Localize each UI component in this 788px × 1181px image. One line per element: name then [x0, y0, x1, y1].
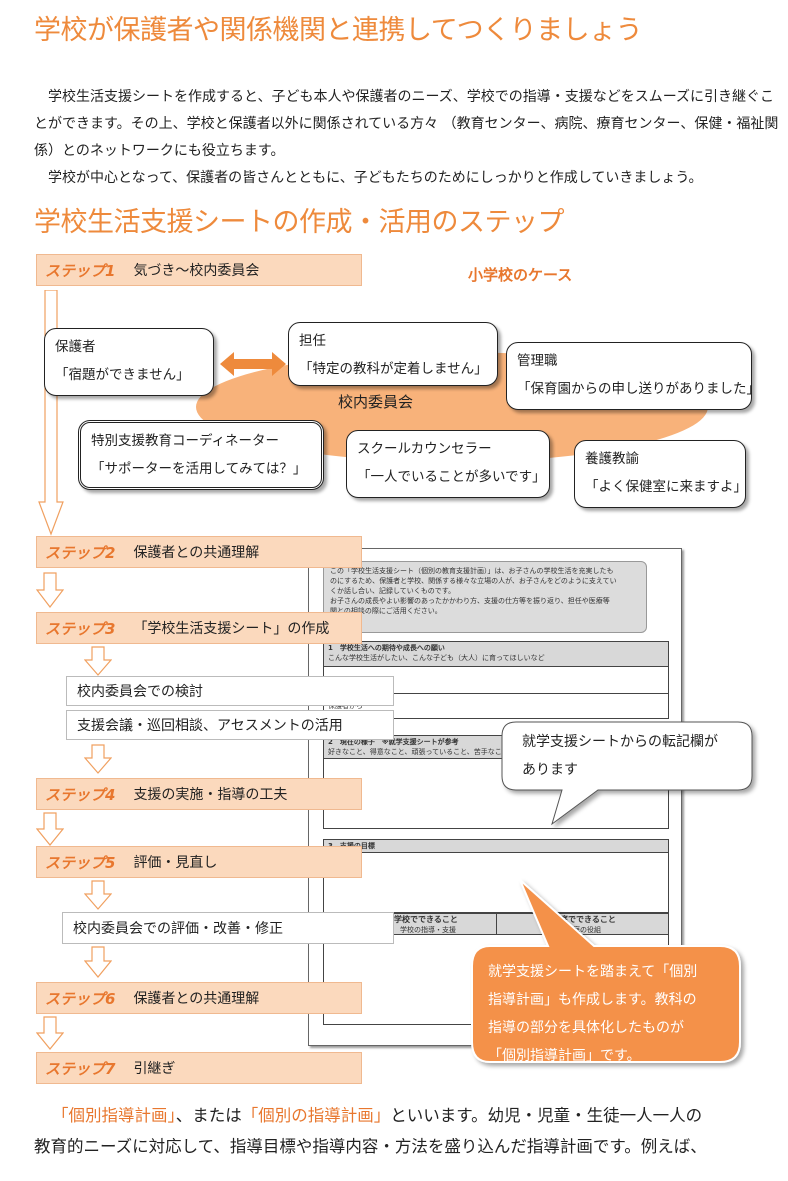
- teacher-bubble: 担任 「特定の教科が定着しません」: [288, 322, 498, 386]
- doc-intro-line-3: くか話し合い、記録していくものです。: [330, 587, 456, 595]
- guardian-title: 保護者: [55, 339, 96, 355]
- bottom-line-1: 「個別指導計画」、または「個別の指導計画」といいます。幼児・児童・生徒一人一人の: [34, 1100, 707, 1131]
- term-individual-plan-alt: 「個別の指導計画」: [241, 1106, 391, 1125]
- orange-callout-text: 就学支援シートを踏まえて「個別 指導計画」も作成します。教科の 指導の部分を具体…: [488, 958, 697, 1070]
- step-4-text: 支援の実施・指導の工夫: [133, 787, 288, 803]
- step-6-label: ステップ6: [45, 989, 116, 1008]
- step-5-bar: ステップ5 評価・見直し: [36, 846, 362, 878]
- white-callout-text: 就学支援シートからの転記欄が あります: [522, 728, 718, 784]
- manager-quote: 「保育園からの申し送りがありました」: [517, 381, 760, 397]
- nurse-bubble: 養護教諭 「よく保健室に来ますよ」: [574, 440, 747, 508]
- intro-line-3: 係）とのネットワークにも役立ちます。: [34, 143, 285, 159]
- bottom-paragraph: 「個別指導計画」、または「個別の指導計画」といいます。幼児・児童・生徒一人一人の…: [34, 1100, 707, 1162]
- coordinator-bubble: 特別支援教育コーディネーター 「サポーターを活用してみては？」: [78, 420, 324, 490]
- step-3-text: 「学校生活支援シート」の作成: [133, 621, 330, 637]
- doc-sec2-sub: 好きなこと、得意なこと、頑張っていること、苦手なこと、: [328, 748, 516, 756]
- counselor-title: スクールカウンセラー: [357, 441, 492, 457]
- step-7-text: 引継ぎ: [133, 1061, 176, 1077]
- guardian-bubble: 保護者 「宿題ができません」: [44, 328, 214, 396]
- step-3-label: ステップ3: [45, 619, 116, 638]
- doc-section-3-body: [323, 853, 669, 913]
- doc-sec3-title: 3 支援の目標: [328, 841, 664, 851]
- step-7-label: ステップ7: [45, 1059, 116, 1078]
- counselor-bubble: スクールカウンセラー 「一人でいることが多いです」: [346, 430, 550, 498]
- step-1-label: ステップ1: [45, 261, 116, 280]
- orange-callout-line-3: 指導の部分を具体化したものが: [488, 1020, 684, 1036]
- doc-sec2-title: 2 現在の様子 ※就学支援シートが参考: [328, 738, 459, 746]
- step-5-text: 評価・見直し: [133, 855, 218, 871]
- meeting-box: 支援会議・巡回相談、アセスメントの活用: [66, 710, 394, 740]
- step-2-bar: ステップ2 保護者との共通理解: [36, 536, 362, 568]
- step-6-bar: ステップ6 保護者との共通理解: [36, 982, 362, 1014]
- bottom-line-2: 教育的ニーズに対応して、指導目標や指導内容・方法を盛り込んだ指導計画です。例えば…: [34, 1137, 707, 1156]
- step-4-bar: ステップ4 支援の実施・指導の工夫: [36, 778, 362, 810]
- step-arrow-icon: [36, 812, 64, 846]
- step-1-bar: ステップ1 気づき～校内委員会: [36, 254, 362, 286]
- term-individual-plan: 「個別指導計画」: [52, 1106, 176, 1125]
- step-7-bar: ステップ7 引継ぎ: [36, 1052, 362, 1084]
- step-arrow-icon: [84, 646, 112, 676]
- nurse-quote: 「よく保健室に来ますよ」: [585, 479, 747, 495]
- teacher-title: 担任: [299, 333, 326, 349]
- step-arrow-icon: [84, 880, 112, 910]
- case-label: 小学校のケース: [468, 266, 573, 284]
- doc-col-school: 学校でできること: [394, 915, 458, 924]
- double-arrow-icon: [220, 352, 286, 376]
- doc-intro-line-2: のにするため、保護者と学校、関係する様々な立場の人が、お子さんをどのように支えて…: [330, 577, 617, 585]
- doc-sec1-title: 1 学校生活への期待や成長への願い: [328, 644, 445, 652]
- step-arrow-icon: [36, 572, 64, 608]
- white-callout-shape: [501, 721, 753, 826]
- doc-columns-header: 学校でできること 学校の指導・支援 家庭でできること 家庭の役組: [323, 913, 669, 935]
- step-arrow-icon: [36, 1016, 64, 1050]
- manager-bubble: 管理職 「保育園からの申し送りがありました」: [506, 342, 760, 410]
- intro-line-2: とができます。その上、学校と保護者以外に関係されている方々 （教育センター、病院…: [34, 116, 779, 132]
- guardian-quote: 「宿題ができません」: [55, 367, 190, 383]
- step-6-text: 保護者との共通理解: [133, 991, 260, 1007]
- orange-callout-line-1: 就学支援シートを踏まえて「個別: [488, 964, 698, 980]
- doc-sec1-row: 保護者から: [328, 702, 363, 710]
- teacher-quote: 「特定の教科が定着しません」: [299, 361, 488, 377]
- orange-callout-line-4: 「個別指導計画」です。: [488, 1048, 641, 1064]
- doc-col-home-sub: 家庭の役組: [566, 926, 601, 934]
- doc-intro-line-1: この「学校生活支援シート（個別の教育支援計画）」は、お子さんの学校生活を充実した…: [330, 567, 614, 575]
- orange-callout-line-2: 指導計画」も作成します。教科の: [488, 992, 697, 1008]
- intro-paragraph: 学校生活支援シートを作成すると、子ども本人や保護者のニーズ、学校での指導・支援な…: [34, 84, 779, 192]
- orange-callout-shape: [471, 879, 741, 1063]
- step-3-bar: ステップ3 「学校生活支援シート」の作成: [36, 612, 362, 644]
- doc-col-school-sub: 学校の指導・支援: [400, 926, 456, 934]
- manager-title: 管理職: [517, 353, 558, 369]
- review-box: 校内委員会での検討: [66, 676, 394, 706]
- doc-section-3-header: 3 支援の目標: [323, 839, 669, 853]
- coordinator-title: 特別支援教育コーディネーター: [91, 433, 280, 449]
- doc-intro-box: この「学校生活支援シート（個別の教育支援計画）」は、お子さんの学校生活を充実した…: [323, 561, 647, 633]
- step-2-label: ステップ2: [45, 543, 116, 562]
- step-1-text: 気づき～校内委員会: [133, 263, 260, 279]
- evaluation-box: 校内委員会での評価・改善・修正: [62, 912, 394, 944]
- page-heading: 学校が保護者や関係機関と連携してつくりましょう: [34, 15, 643, 46]
- committee-label: 校内委員会: [338, 393, 414, 411]
- white-callout-line-2: あります: [522, 762, 578, 778]
- intro-line-1: 学校生活支援シートを作成すると、子ども本人や保護者のニーズ、学校での指導・支援な…: [48, 89, 775, 105]
- step-arrow-icon: [84, 946, 112, 978]
- doc-intro-line-4: お子さんの成長やよい影響のあったかかわり方、支援の仕方等を振り返り、担任や医療等: [330, 597, 610, 605]
- long-down-arrow-icon: [38, 290, 64, 536]
- nurse-title: 養護教諭: [585, 451, 639, 467]
- doc-col-home: 家庭でできること: [552, 915, 616, 924]
- step-4-label: ステップ4: [45, 785, 116, 804]
- white-callout-line-1: 就学支援シートからの転記欄が: [522, 734, 718, 750]
- bottom-text-1: 、または: [175, 1106, 242, 1125]
- bottom-text-2: といいます。幼児・児童・生徒一人一人の: [390, 1106, 703, 1125]
- step-arrow-icon: [84, 744, 112, 774]
- counselor-quote: 「一人でいることが多いです」: [357, 469, 546, 485]
- steps-heading: 学校生活支援シートの作成・活用のステップ: [34, 207, 565, 238]
- intro-line-4: 学校が中心となって、保護者の皆さんとともに、子どもたちのためにしっかりと作成して…: [48, 170, 703, 186]
- doc-section-1-header: 1 学校生活への期待や成長への願い こんな学校生活がしたい、こんな子ども（大人）…: [323, 641, 669, 667]
- doc-intro-line-5: 関との相談の際にご活用ください。: [330, 607, 442, 615]
- step-2-text: 保護者との共通理解: [133, 545, 260, 561]
- step-5-label: ステップ5: [45, 853, 116, 872]
- doc-sec1-sub: こんな学校生活がしたい、こんな子ども（大人）に育ってほしいなど: [328, 654, 545, 662]
- coordinator-quote: 「サポーターを活用してみては？」: [91, 461, 307, 477]
